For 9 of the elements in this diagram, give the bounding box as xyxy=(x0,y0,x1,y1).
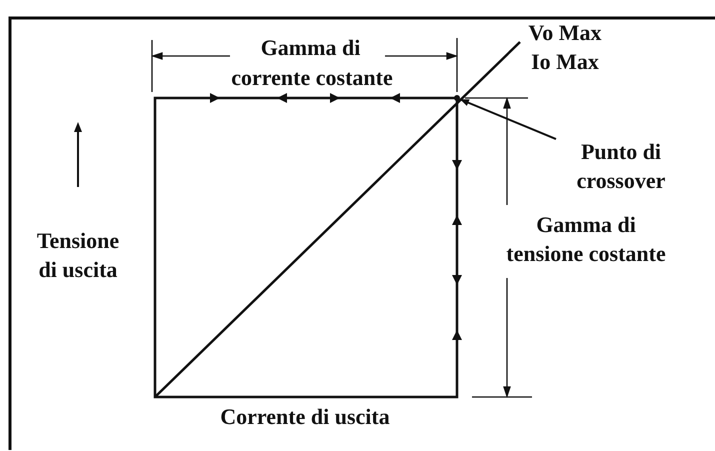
crossover-point xyxy=(454,95,460,101)
axis-label: Tensione di uscita xyxy=(36,227,120,284)
axis-label: corrente costante xyxy=(230,64,394,92)
axis-label: Corrente di uscita xyxy=(219,403,391,431)
leader-line xyxy=(460,98,556,140)
callout-text: Punto di crossover xyxy=(556,137,686,195)
axis-label: Gamma di xyxy=(260,34,362,62)
axis-label: Vo Max Io Max xyxy=(527,19,603,76)
axis-label: Gamma di tensione costante xyxy=(505,211,667,268)
